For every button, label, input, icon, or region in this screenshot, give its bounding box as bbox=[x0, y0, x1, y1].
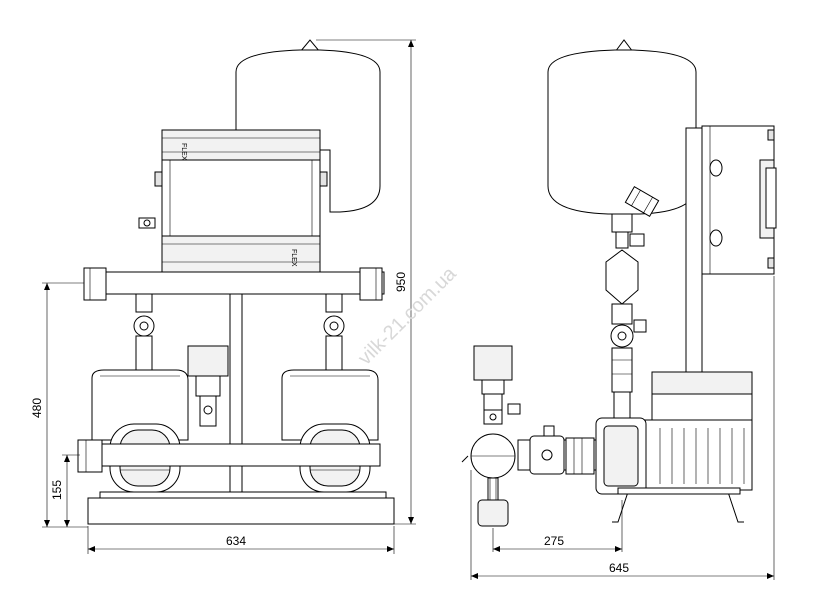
front-valve-right bbox=[323, 293, 345, 371]
dim-645: 645 bbox=[609, 561, 629, 575]
side-inlet-assembly bbox=[461, 345, 521, 527]
front-pressure-switch bbox=[187, 345, 229, 427]
side-dimensions: 275 645 bbox=[470, 276, 775, 580]
side-pump-head bbox=[595, 417, 647, 495]
dim-634: 634 bbox=[226, 534, 246, 548]
dim-155: 155 bbox=[50, 480, 64, 500]
side-control-box bbox=[701, 125, 777, 275]
front-dimensions: 634 480 155 950 bbox=[30, 39, 416, 554]
front-upper-manifold bbox=[83, 267, 385, 301]
front-valve-left bbox=[133, 293, 155, 371]
front-base bbox=[87, 491, 395, 525]
brand-label-bottom: FLEX bbox=[290, 249, 297, 267]
dim-950: 950 bbox=[394, 272, 408, 292]
side-valve-stack bbox=[605, 213, 647, 419]
dim-480: 480 bbox=[30, 398, 44, 418]
side-expansion-tank bbox=[547, 39, 697, 218]
side-support-column bbox=[685, 127, 703, 374]
side-suction-line bbox=[517, 425, 597, 475]
front-control-box: FLEX FLEX bbox=[138, 129, 328, 273]
dim-275: 275 bbox=[544, 534, 564, 548]
side-view: 275 645 bbox=[461, 39, 777, 580]
side-stand bbox=[612, 487, 744, 523]
front-pump-right bbox=[281, 369, 379, 493]
front-pump-left bbox=[91, 369, 189, 493]
brand-label-top: FLEX bbox=[180, 143, 187, 161]
front-view: FLEX FLEX bbox=[30, 39, 416, 554]
side-motor bbox=[643, 371, 753, 491]
